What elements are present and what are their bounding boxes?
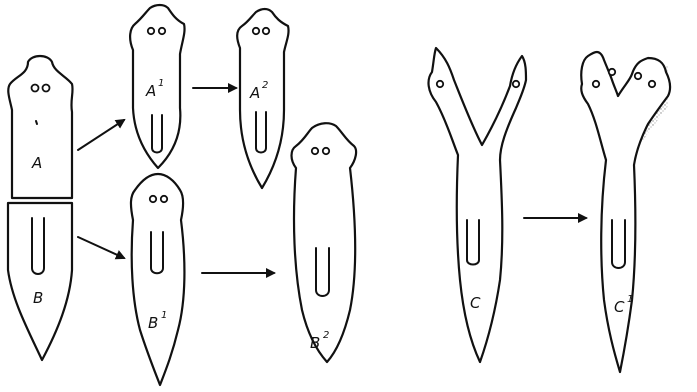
label-b1-sup: 1 [161,310,167,321]
arrow-a-to-a1 [78,120,124,150]
label-b2: B [310,334,320,352]
label-a1-sup: 1 [158,78,164,89]
label-a2: A [249,84,260,102]
eye-icon [593,81,599,87]
eye-icon [635,73,641,79]
eye-icon [150,196,156,202]
label-b1: B [148,314,158,332]
worm-a2: A 2 [237,9,288,188]
label-a1: A [145,82,156,100]
eye-icon [161,196,167,202]
eye-icon [253,28,259,34]
label-c: C [470,294,481,312]
eye-icon [323,148,329,154]
worm-b1: B 1 [131,174,184,385]
eye-icon [649,81,655,87]
label-a: A [31,154,42,172]
arrow-b-to-b1 [78,237,124,258]
worm-a1: A 1 [130,5,184,168]
eye-icon [437,81,443,87]
label-b2-sup: 2 [323,330,329,341]
eye-icon [32,85,39,92]
eye-icon [513,81,519,87]
label-a2-sup: 2 [262,80,268,91]
worm-b2: B 2 [292,123,357,362]
label-c1-sup: 1 [627,294,633,305]
fragment-a: A [8,56,72,198]
label-c1: C [614,298,625,316]
eye-icon [148,28,154,34]
eye-icon [43,85,50,92]
worm-c1: C 1 [581,52,670,372]
eye-icon [263,28,269,34]
worm-c: C [429,48,526,362]
label-b: B [33,289,43,307]
eye-icon [609,69,615,75]
eye-icon [312,148,318,154]
fragment-b: B [8,203,72,360]
eye-icon [159,28,165,34]
